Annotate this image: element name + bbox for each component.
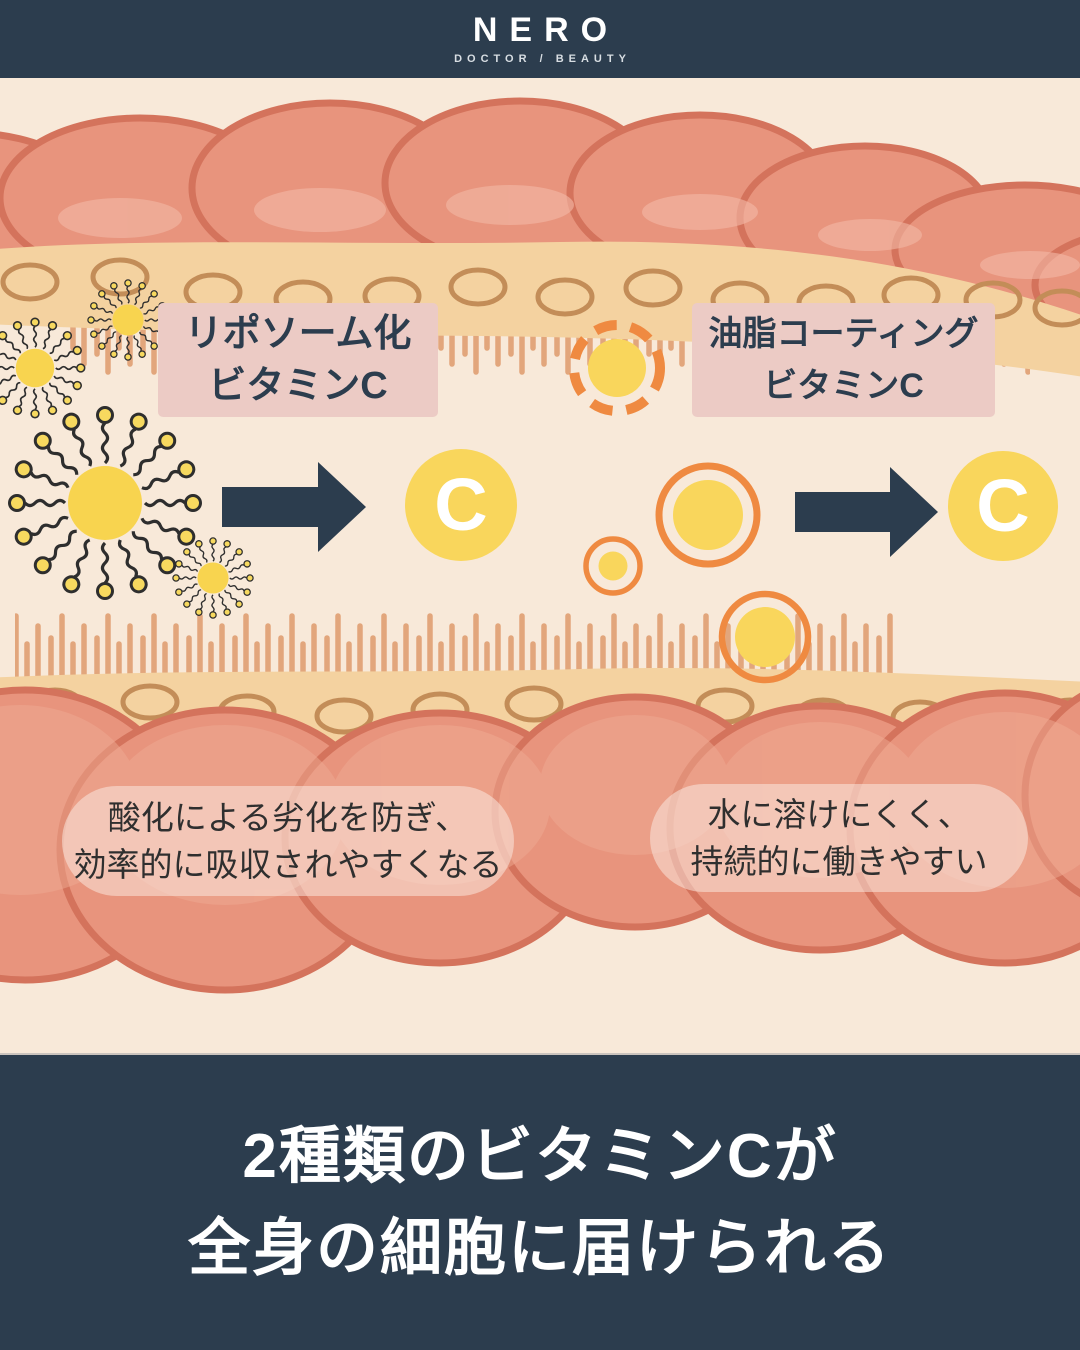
caption-oil-coated-benefit: 水に溶けにくく、 持続的に働きやすい (650, 784, 1028, 892)
footer-banner: 2種類のビタミンCが 全身の細胞に届けられる (0, 1053, 1080, 1350)
oil-coated-vitamin-icon-large (655, 462, 761, 568)
vitamin-c-circle-left: C (405, 449, 517, 561)
footer-title-line1: 2種類のビタミンCが (242, 1121, 838, 1191)
header-bar: NERO DOCTOR / BEAUTY (0, 0, 1080, 78)
label-oil-coated-vitamin-c: 油脂コーティング ビタミンC (692, 303, 995, 417)
liposome-icon-large (10, 408, 201, 599)
arrow-right-icon-right (795, 467, 938, 557)
footer-title-line2: 全身の細胞に届けられる (187, 1213, 892, 1283)
caption-liposomal-line1: 酸化による劣化を防ぎ、 (107, 799, 469, 836)
arrow-right-icon-left (222, 462, 366, 552)
dashed-coating-circle-icon (569, 320, 665, 416)
oil-coated-vitamin-icon-bottom (718, 590, 812, 684)
caption-liposomal-benefit: 酸化による劣化を防ぎ、 効率的に吸収されやすくなる (62, 786, 514, 896)
oil-coated-vitamin-icon-small (583, 536, 643, 596)
vitamin-c-circle-right: C (948, 451, 1058, 561)
brand-logo: NERO (472, 11, 620, 49)
label-oil-coated-line2: ビタミンC (763, 367, 924, 405)
brand-tagline: DOCTOR / BEAUTY (454, 53, 631, 65)
label-liposomal-line2: ビタミンC (208, 365, 388, 407)
caption-oil-coated-line1: 水に溶けにくく、 (707, 796, 971, 833)
label-oil-coated-line1: 油脂コーティング (708, 315, 979, 353)
label-liposomal-vitamin-c: リポソーム化 ビタミンC (158, 303, 438, 417)
caption-oil-coated-line2: 持続的に働きやすい (690, 843, 988, 880)
label-liposomal-line1: リポソーム化 (184, 313, 412, 355)
caption-liposomal-line2: 効率的に吸収されやすくなる (73, 846, 503, 883)
